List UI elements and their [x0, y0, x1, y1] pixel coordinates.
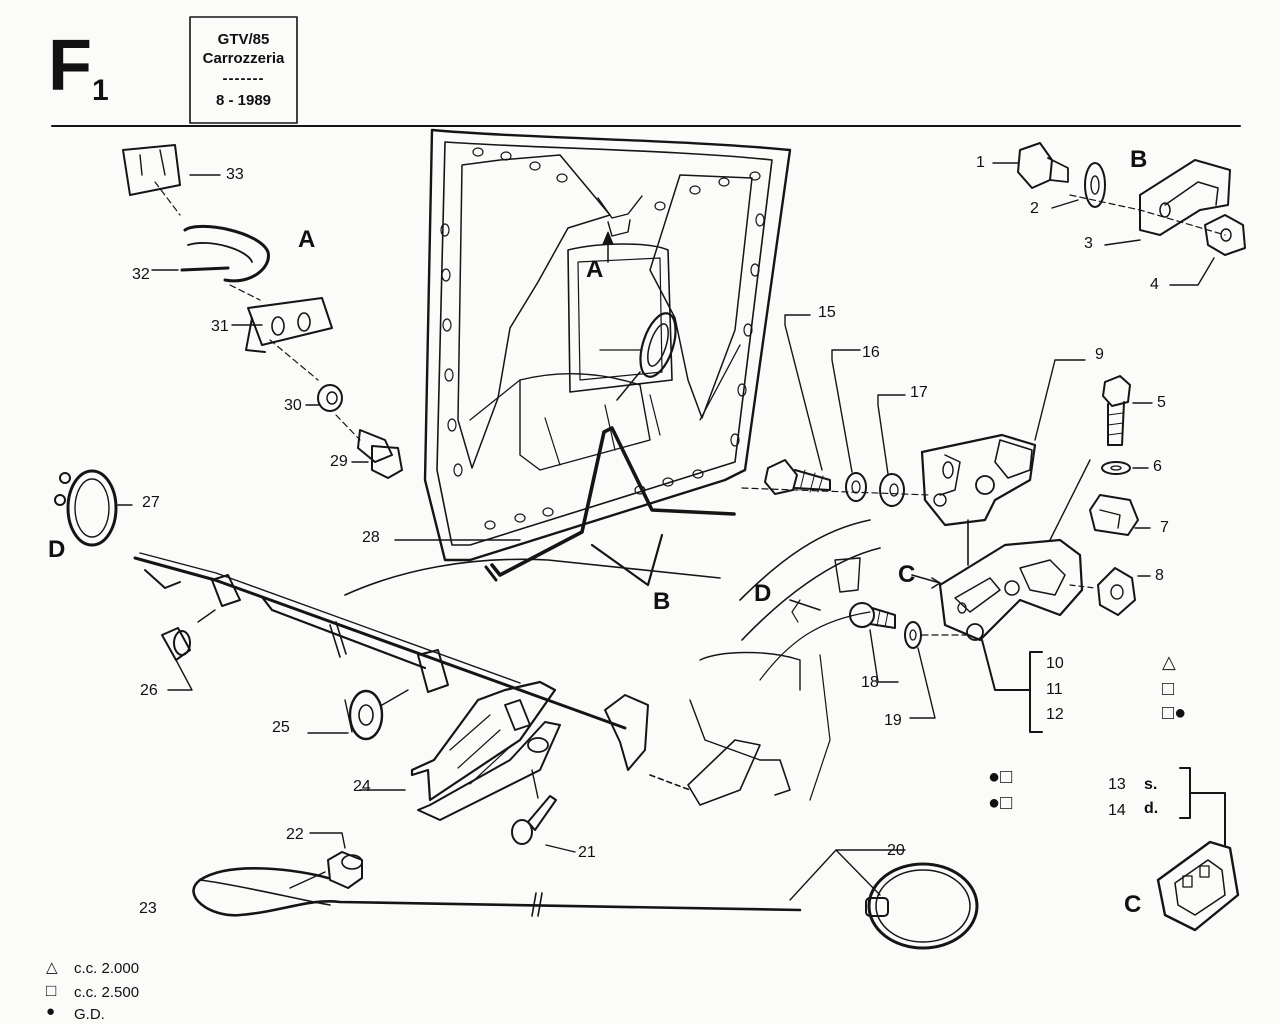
cable-ring-20-drawing [865, 862, 979, 950]
detail-letter-c: C [898, 561, 916, 588]
washer-6-drawing [1049, 459, 1149, 541]
callout-4: 4 [1150, 276, 1159, 293]
callout-8: 8 [1155, 567, 1164, 584]
callout-10: 10 [1046, 655, 1064, 672]
release-rod-drawing [133, 552, 627, 730]
sleeve-22-drawing [289, 832, 363, 889]
callout-19: 19 [884, 712, 902, 729]
detail-a-parts-drawing [122, 144, 361, 441]
callout-15: 15 [818, 304, 836, 321]
washer-17-drawing [877, 394, 906, 507]
grommet-25-drawing [307, 689, 409, 741]
detail-letter-a: A [298, 226, 316, 253]
callout-18: 18 [861, 674, 879, 691]
section-letter: F [48, 26, 92, 106]
callout-31: 31 [211, 318, 229, 335]
leader-20 [789, 849, 906, 901]
callout-25: 25 [272, 719, 290, 736]
latch-9-drawing [920, 359, 1086, 566]
clip-ring-27-drawing [54, 469, 133, 547]
bracket-10-12 [981, 639, 1043, 733]
callout-12: 12 [1046, 706, 1064, 723]
callout-9: 9 [1095, 346, 1104, 363]
legend-symbol-triangle: △ [46, 959, 58, 976]
body-outline-drawing [344, 519, 881, 806]
b-arrows [590, 533, 664, 587]
callout-2: 2 [1030, 200, 1039, 217]
detail-letter-c-handle: C [1124, 891, 1142, 918]
arrow-to-bracket [649, 774, 691, 791]
callout-22: 22 [286, 826, 304, 843]
detail-b-parts-drawing [992, 142, 1246, 286]
legend-symbol-square: □ [46, 981, 57, 1000]
bracket-13-14 [1179, 767, 1226, 846]
bolt-29-drawing [351, 429, 403, 479]
callout-24: 24 [353, 778, 371, 795]
callout-7: 7 [1160, 519, 1169, 536]
callout-21: 21 [578, 844, 596, 861]
release-cable-23-drawing [192, 867, 802, 917]
callout-26: 26 [140, 682, 158, 699]
latch-bracket-c-drawing [911, 538, 1084, 642]
mark-row-12: □● [1162, 702, 1187, 724]
mark-row-14: ●□ [988, 792, 1013, 814]
detail-letter-a-hood: A [586, 256, 604, 283]
screw-21-drawing [511, 769, 576, 853]
detail-letter-b: B [1130, 146, 1148, 173]
date-label: 8 - 1989 [215, 92, 272, 109]
header-separator: ------- [222, 70, 265, 87]
detail-letter-d-body: D [754, 580, 772, 607]
mark-row-10: △ [1162, 652, 1176, 672]
callout-14: 14 [1108, 802, 1126, 819]
group-label: Carrozzeria [202, 50, 285, 67]
detail-letter-b-hood: B [653, 588, 671, 615]
mark-row-11: □ [1162, 678, 1175, 700]
legend-text-2000: c.c. 2.000 [74, 960, 140, 977]
washer-19-drawing [904, 621, 969, 719]
callout-11: 11 [1046, 681, 1063, 698]
cage-nut-7-drawing [1089, 494, 1151, 536]
side-label-left: s. [1144, 776, 1158, 793]
bolt-15-drawing [764, 314, 831, 495]
callout-28: 28 [362, 529, 380, 546]
callout-17: 17 [910, 384, 928, 401]
callout-29: 29 [330, 453, 348, 470]
callout-1: 1 [976, 154, 985, 171]
bolt-5-drawing [1102, 375, 1153, 446]
callout-27: 27 [142, 494, 160, 511]
callout-16: 16 [862, 344, 880, 361]
callout-23: 23 [139, 900, 157, 917]
callout-20: 20 [887, 842, 905, 859]
lever-24-drawing [359, 680, 649, 821]
callout-13: 13 [1108, 776, 1126, 793]
callout-33: 33 [226, 166, 244, 183]
bolt-18-drawing [849, 602, 899, 683]
bushing-26-drawing [161, 609, 216, 691]
legend-text-2500: c.c. 2.500 [74, 984, 140, 1001]
release-handle-c-drawing [1156, 840, 1240, 932]
side-label-right: d. [1144, 800, 1159, 817]
detail-letter-d: D [48, 536, 66, 563]
mark-row-13: ●□ [988, 766, 1013, 788]
callout-6: 6 [1153, 458, 1162, 475]
latch-axis-line [741, 487, 931, 496]
callout-30: 30 [284, 397, 302, 414]
washer-30-drawing [305, 384, 343, 412]
callout-32: 32 [132, 266, 150, 283]
section-number: 1 [92, 74, 109, 107]
hood-panel-drawing [423, 128, 792, 562]
leader-d [789, 599, 821, 611]
washer-16-drawing [831, 349, 867, 502]
safety-catch-28-drawing [484, 426, 736, 582]
callout-3: 3 [1084, 235, 1093, 252]
legend-symbol-dot: ● [46, 1003, 56, 1020]
callout-5: 5 [1157, 394, 1166, 411]
model-label: GTV/85 [217, 31, 270, 48]
header-info-box [189, 16, 298, 124]
nut-8-drawing [1069, 567, 1151, 616]
legend-text-gd: G.D. [74, 1006, 105, 1023]
